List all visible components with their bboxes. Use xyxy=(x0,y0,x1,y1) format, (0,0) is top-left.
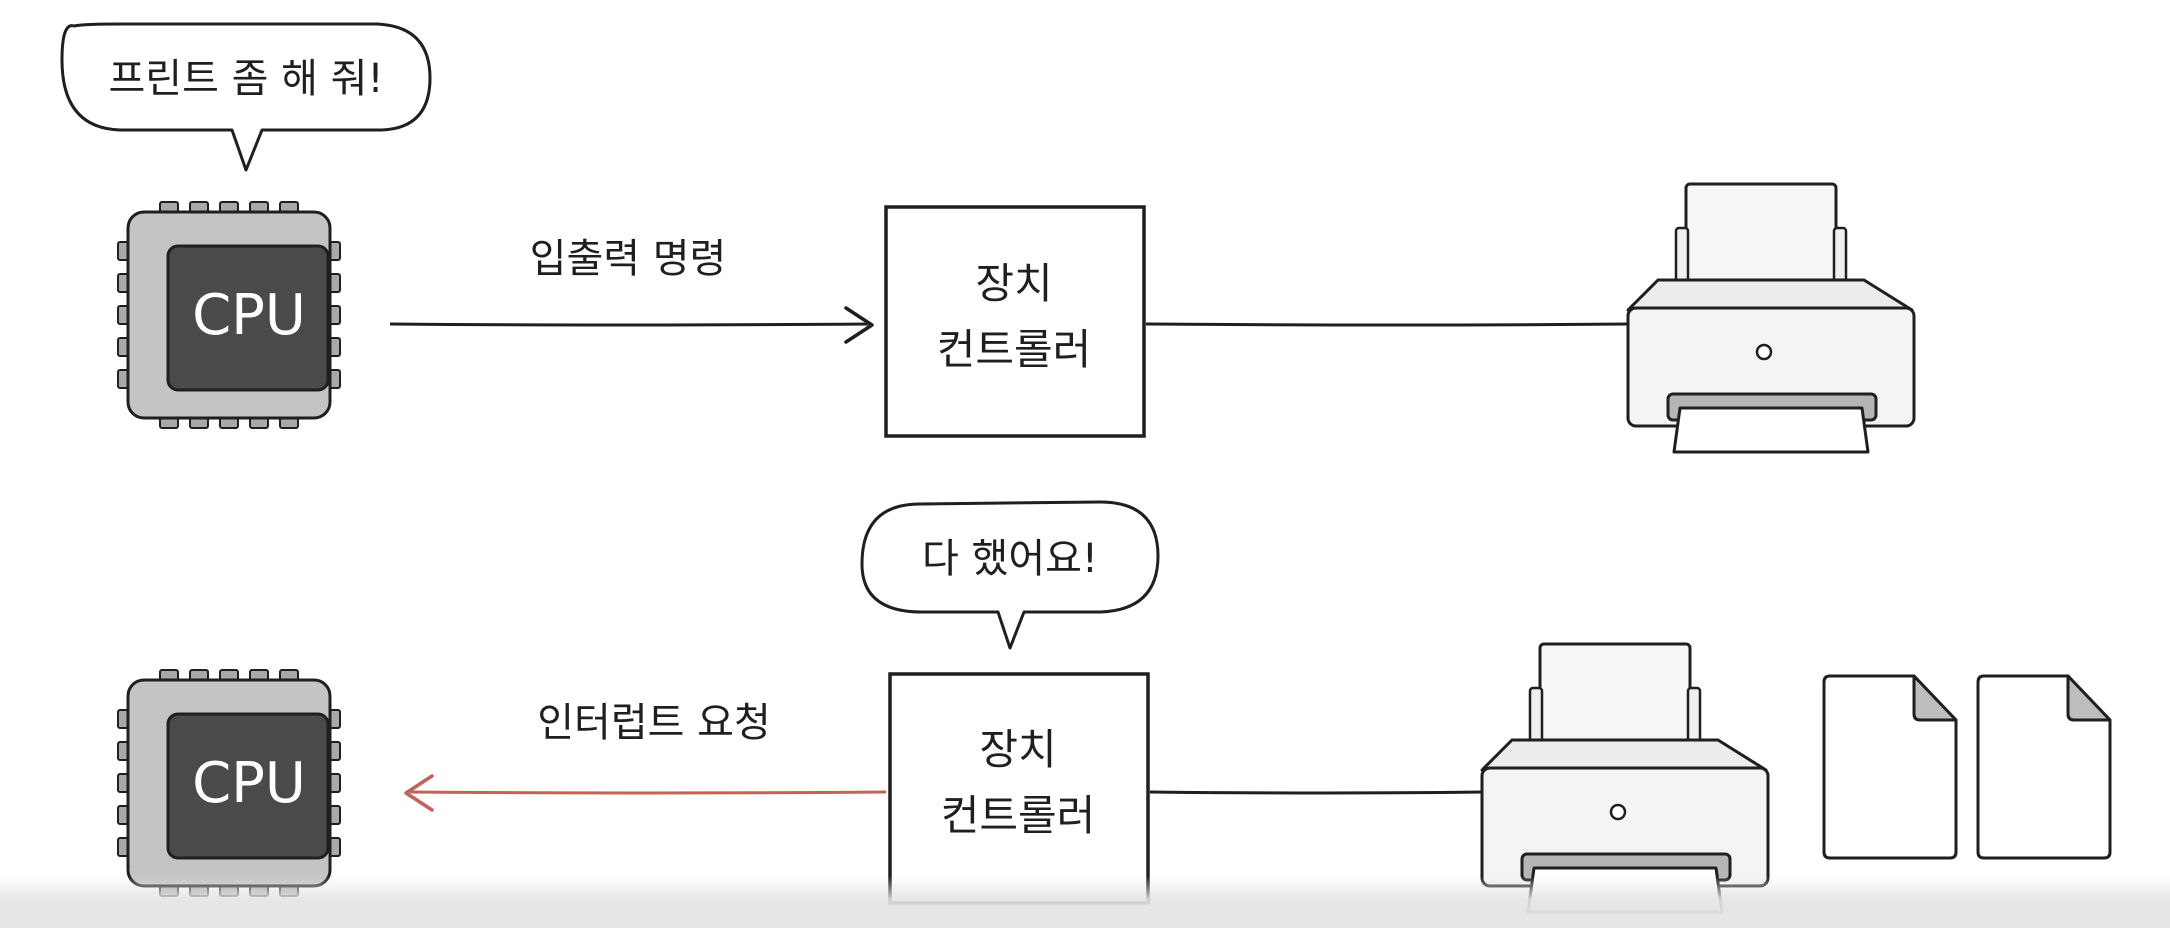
controller-label-line1: 장치 xyxy=(975,259,1052,308)
cpu-label: CPU xyxy=(192,751,306,816)
controller-printer-line xyxy=(1145,322,1631,327)
io-command-label: 입출력 명령 xyxy=(530,236,727,282)
printer-icon xyxy=(1626,182,1916,454)
interrupt-request-arrow xyxy=(404,774,887,812)
top-row: 프린트 좀 해 줘! CPU 입출력 명령 장치 컨트롤러 xyxy=(60,22,1916,454)
cpu-chip-icon: CPU xyxy=(116,200,342,430)
controller-label-line2: 컨트롤러 xyxy=(937,325,1092,374)
cpu-label: CPU xyxy=(192,283,306,348)
controller-speech-text: 다 했어요! xyxy=(922,536,1098,582)
controller-label-line1: 장치 xyxy=(979,725,1056,774)
document-icon xyxy=(1976,674,2112,860)
bottom-row: 다 했어요! CPU 인터럽트 요청 장치 컨트롤러 xyxy=(116,500,2112,914)
device-controller-box: 장치 컨트롤러 xyxy=(888,672,1150,905)
cpu-chip-icon: CPU xyxy=(116,668,342,898)
controller-speech-bubble: 다 했어요! xyxy=(860,500,1160,650)
controller-printer-line xyxy=(1149,790,1485,795)
cpu-speech-text: 프린트 좀 해 줘! xyxy=(109,56,384,102)
document-icon xyxy=(1822,674,1958,860)
cpu-speech-bubble: 프린트 좀 해 줘! xyxy=(60,22,432,172)
io-command-arrow xyxy=(389,306,874,344)
printer-icon xyxy=(1480,642,1770,914)
controller-label-line2: 컨트롤러 xyxy=(941,791,1096,840)
device-controller-box: 장치 컨트롤러 xyxy=(884,205,1146,438)
bottom-fade-bar xyxy=(0,876,2170,928)
interrupt-request-label: 인터럽트 요청 xyxy=(537,700,771,746)
